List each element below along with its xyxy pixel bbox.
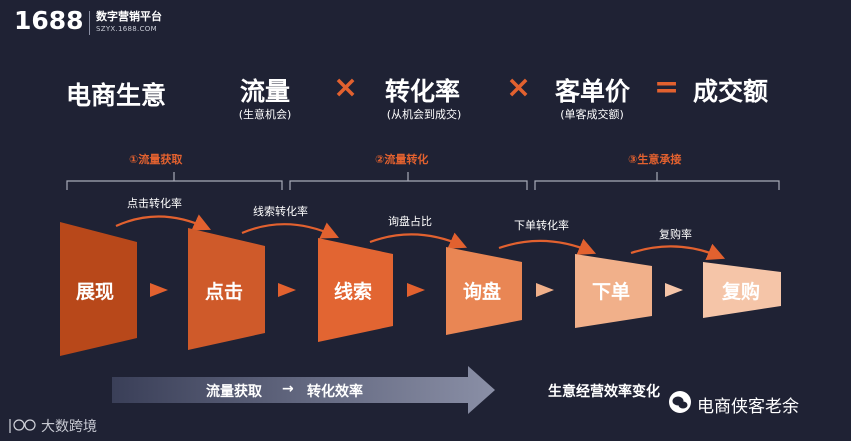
bar-label-business-efficiency: 生意经营效率变化 bbox=[548, 384, 660, 400]
funnel-step-inquiry bbox=[446, 247, 522, 335]
formula-term-business: 电商生意 bbox=[66, 81, 167, 110]
rate-arrow-2 bbox=[241, 222, 340, 239]
formula-note-conversion: (从机会到成交) bbox=[386, 108, 462, 121]
funnel-step-click bbox=[188, 228, 265, 350]
funnel-label-repurchase: 复购 bbox=[721, 281, 760, 303]
rate-label-click: 点击转化率 bbox=[127, 197, 182, 210]
watermark-bottom-left: 大数跨境 bbox=[41, 419, 97, 435]
brand-divider bbox=[89, 11, 90, 35]
step-arrow-3 bbox=[407, 283, 425, 297]
funnel-step-exposure bbox=[60, 222, 137, 356]
brand-logo-number: 1688 bbox=[14, 6, 84, 35]
rate-arrow-4 bbox=[498, 238, 597, 255]
bar-label-acquisition: 流量获取 bbox=[206, 384, 262, 400]
rate-label-repurchase: 复购率 bbox=[659, 228, 692, 241]
funnel-step-order bbox=[575, 254, 652, 328]
rate-label-inquiry: 询盘占比 bbox=[388, 215, 432, 228]
stage-label-business-fulfillment: ③生意承接 bbox=[628, 153, 682, 166]
funnel-label-order: 下单 bbox=[591, 281, 630, 303]
step-arrow-5 bbox=[665, 283, 683, 297]
formula-note-traffic: (生意机会) bbox=[238, 108, 292, 121]
brand-url: SZYX.1688.COM bbox=[96, 25, 157, 33]
bar-label-efficiency: 转化效率 bbox=[307, 384, 363, 400]
formula-term-gmv: 成交额 bbox=[693, 77, 769, 106]
formula-note-unit-price: (单客成交额) bbox=[560, 108, 624, 121]
wechat-icon bbox=[669, 391, 691, 413]
bar-arrow-glyph: → bbox=[282, 381, 294, 397]
rate-arrow-1 bbox=[115, 214, 211, 231]
step-arrow-1 bbox=[150, 283, 168, 297]
formula-term-unit-price: 客单价 bbox=[555, 77, 631, 106]
stage-bracket-3 bbox=[534, 172, 780, 190]
funnel-label-click: 点击 bbox=[204, 281, 243, 303]
bottom-progress-arrow bbox=[112, 366, 495, 414]
brand-icon-watermark bbox=[9, 419, 36, 433]
funnel-step-lead bbox=[318, 238, 393, 342]
funnel-label-exposure: 展现 bbox=[75, 281, 114, 303]
funnel-step-repurchase bbox=[703, 262, 781, 318]
funnel-label-inquiry: 询盘 bbox=[462, 281, 501, 303]
stage-bracket-1 bbox=[66, 172, 283, 190]
rate-arrow-3 bbox=[369, 232, 468, 249]
rate-label-order: 下单转化率 bbox=[514, 219, 569, 232]
formula-term-traffic: 流量 bbox=[240, 77, 291, 106]
stage-bracket-2 bbox=[289, 172, 528, 190]
funnel-label-lead: 线索 bbox=[333, 281, 372, 303]
step-arrow-2 bbox=[278, 283, 296, 297]
brand-name: 数字营销平台 bbox=[96, 10, 162, 23]
rate-arrow-5 bbox=[630, 243, 726, 260]
watermark-bottom-right: 电商侠客老余 bbox=[697, 397, 799, 417]
formula-term-conversion: 转化率 bbox=[385, 77, 461, 106]
rate-label-lead: 线索转化率 bbox=[253, 205, 308, 218]
stage-label-traffic-acquisition: ①流量获取 bbox=[129, 153, 183, 166]
multiply-operator-2: × bbox=[506, 70, 532, 105]
multiply-operator-1: × bbox=[333, 70, 359, 105]
step-arrow-4 bbox=[536, 283, 554, 297]
stage-label-traffic-conversion: ②流量转化 bbox=[375, 153, 429, 166]
equals-operator: = bbox=[654, 70, 680, 105]
